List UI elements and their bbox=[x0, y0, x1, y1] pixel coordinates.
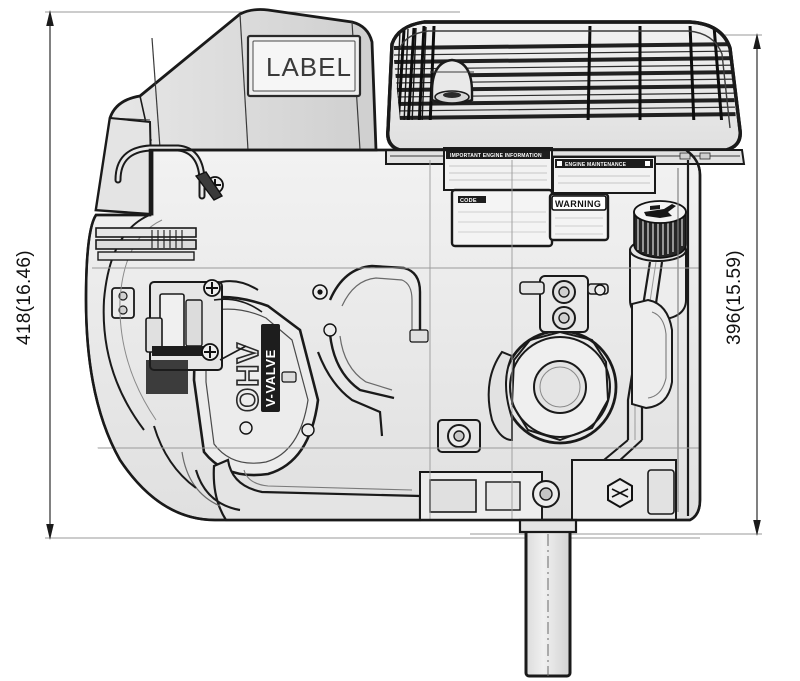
shaft-flange bbox=[518, 518, 578, 534]
cooling-fins bbox=[95, 227, 197, 261]
dimension-right-label: 396(15.59) bbox=[724, 250, 745, 345]
label-plate-text: LABEL bbox=[266, 52, 352, 82]
housing-fold-3 bbox=[239, 13, 249, 151]
plate-engine-maintenance: ENGINE MAINTENANCE bbox=[552, 156, 656, 194]
screw-head bbox=[203, 279, 221, 297]
lower-right-boss bbox=[532, 459, 677, 521]
plate-important-engine-information: IMPORTANT ENGINE INFORMATION bbox=[443, 147, 553, 191]
engine-cover-ohv-text: OHV bbox=[230, 342, 265, 412]
plate-code-text: CODE bbox=[460, 198, 477, 204]
plate-maintenance-text: ENGINE MAINTENANCE bbox=[565, 162, 627, 168]
carburetor-linkage bbox=[111, 176, 263, 394]
dimension-left-label: 418(16.46) bbox=[14, 250, 35, 345]
deck-vents bbox=[679, 152, 711, 160]
dimension-left-text: 418(16.46) bbox=[14, 250, 35, 345]
mounting-boss bbox=[437, 419, 481, 453]
crankcase-outline-restroke bbox=[84, 148, 702, 522]
bolt-head-hex bbox=[607, 477, 633, 509]
starter-knob-center bbox=[443, 92, 461, 98]
dimension-right-text: 396(15.59) bbox=[724, 250, 745, 345]
engine-assembly: LABEL bbox=[84, 8, 746, 678]
arrow-right-top bbox=[753, 33, 761, 49]
engine-cover-ohv: OHV V-VALVE bbox=[192, 295, 320, 477]
plate-warning-text: WARNING bbox=[555, 199, 601, 209]
plate-warning: WARNING bbox=[548, 192, 610, 242]
v-valve-badge bbox=[261, 324, 280, 412]
engine-cover-vvalve-text: V-VALVE bbox=[263, 349, 278, 407]
arrow-left-bottom bbox=[46, 524, 54, 540]
oil-filter bbox=[487, 329, 618, 445]
blower-housing-inner-rim bbox=[399, 30, 731, 129]
crankshaft-output-shaft bbox=[518, 518, 578, 678]
arrow-right-bottom bbox=[753, 520, 761, 536]
plate-important-text: IMPORTANT ENGINE INFORMATION bbox=[450, 153, 542, 159]
construction-lines bbox=[92, 160, 700, 520]
cylinder-head bbox=[631, 298, 673, 410]
oil-can-icon bbox=[644, 204, 676, 218]
arrow-left-top bbox=[46, 10, 54, 26]
housing-fold-2 bbox=[151, 37, 161, 149]
plate-code: CODE bbox=[450, 188, 554, 248]
misc-hardware bbox=[239, 284, 606, 437]
screw-head bbox=[201, 343, 219, 361]
muffler-guard bbox=[153, 425, 241, 512]
label-plate-inner bbox=[252, 40, 356, 92]
recoil-handle-loop bbox=[114, 144, 224, 201]
blower-housing-rim bbox=[386, 20, 742, 152]
